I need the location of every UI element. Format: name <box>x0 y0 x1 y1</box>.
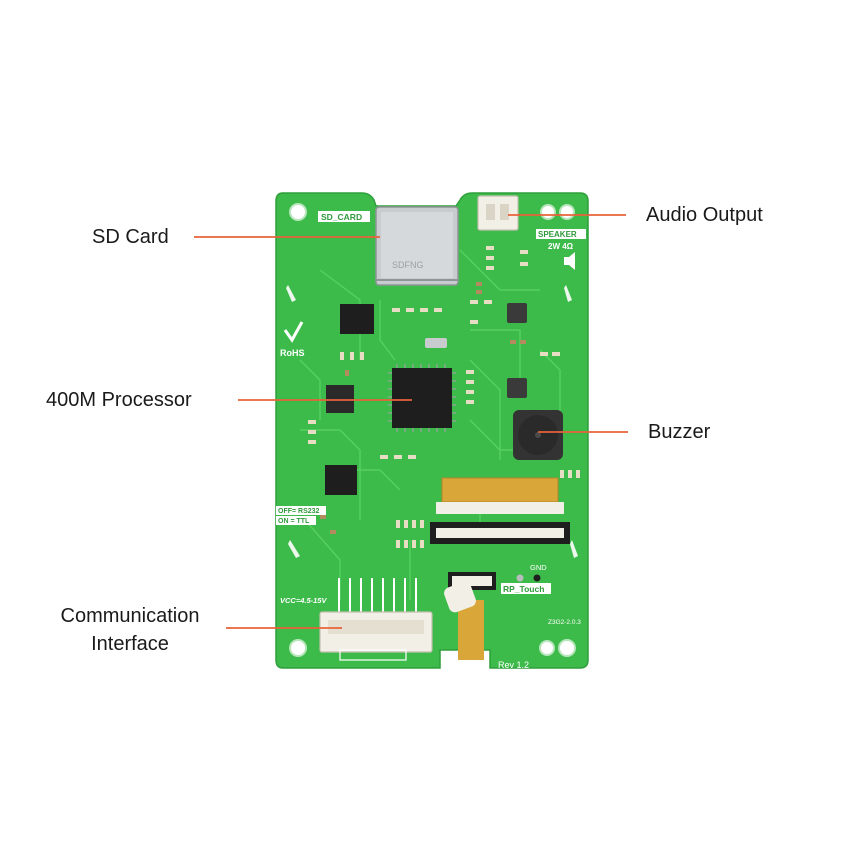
touch-connector <box>444 572 496 660</box>
chip-u3 <box>340 304 374 334</box>
crystal <box>425 338 447 348</box>
inductor-bottom <box>507 378 527 398</box>
ttl-silkscreen-box <box>276 516 316 525</box>
part-code-silkscreen: Z3G2-2.0.3 <box>548 619 581 626</box>
callout-sd-card: SD Card <box>92 226 169 248</box>
sd-card-slot: SDFNG <box>375 206 459 286</box>
rohs-check-icon <box>283 321 304 343</box>
communication-connector <box>319 578 433 661</box>
capacitors <box>320 282 526 534</box>
rohs-silkscreen: RoHS <box>280 348 305 358</box>
rp-touch-silkscreen-box <box>501 583 551 594</box>
speaker-connector <box>477 195 519 231</box>
rs232-silkscreen-box <box>276 506 326 515</box>
callout-processor: 400M Processor <box>46 389 192 411</box>
speaker-rating-silkscreen: 2W 4Ω <box>548 242 574 251</box>
display-fpc-connector <box>430 477 570 544</box>
callout-buzzer: Buzzer <box>648 421 711 443</box>
gnd-test-point <box>533 574 541 582</box>
buzzer-component <box>513 410 563 460</box>
speaker-icon <box>564 252 575 270</box>
speaker-silkscreen-box <box>536 229 586 239</box>
callout-communication-interface: Communication Interface <box>46 602 214 658</box>
revision-silkscreen: Rev 1.2 <box>498 660 529 670</box>
inductor-top <box>507 303 527 323</box>
sd-card-silkscreen-box <box>318 211 370 222</box>
test-point <box>516 574 524 582</box>
vcc-silkscreen: VCC=4.5-15V <box>280 596 327 605</box>
chip-u5 <box>326 385 354 413</box>
speaker-silkscreen: SPEAKER <box>538 230 577 239</box>
rs232-silkscreen: OFF= RS232 <box>278 508 320 515</box>
processor-chip <box>388 364 456 432</box>
callout-audio-output: Audio Output <box>646 204 763 226</box>
board-markings <box>286 285 578 558</box>
callout-communication-line2: Interface <box>91 633 169 655</box>
gnd-silkscreen: GND <box>530 563 547 572</box>
sd-slot-text: SDFNG <box>392 260 424 270</box>
chip-u7 <box>325 465 357 495</box>
smd-components <box>308 246 580 548</box>
ttl-silkscreen: ON = TTL <box>278 518 310 525</box>
callout-communication-line1: Communication <box>60 605 200 627</box>
callout-lines <box>194 214 628 629</box>
sd-card-silkscreen: SD_CARD <box>321 212 362 222</box>
rp-touch-silkscreen: RP_Touch <box>503 584 544 594</box>
